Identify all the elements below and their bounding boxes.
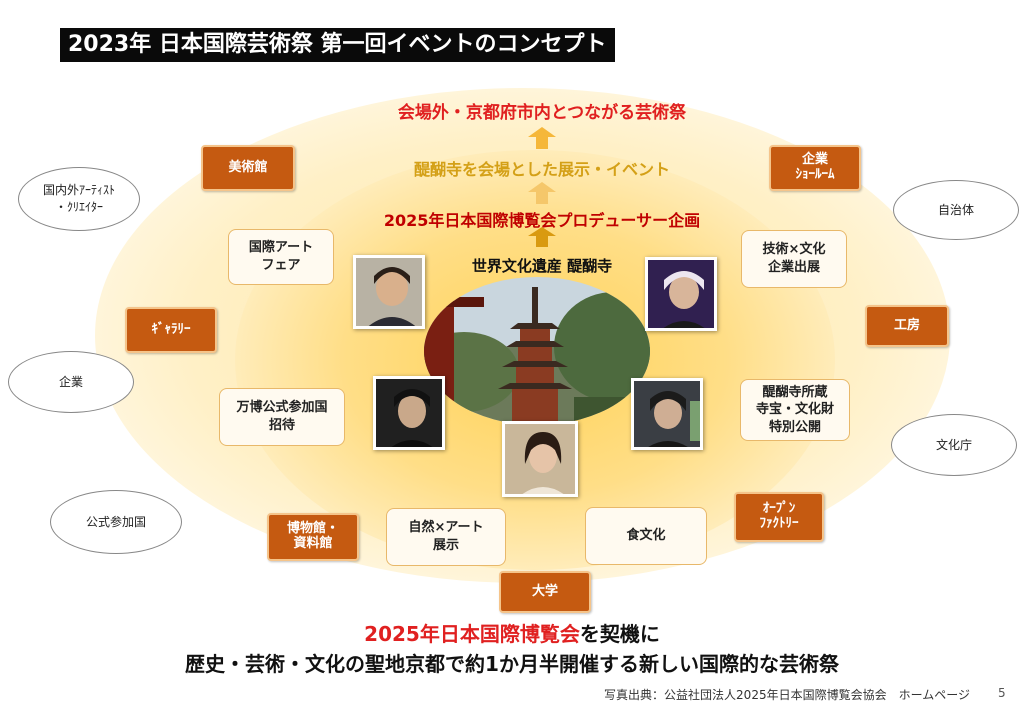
statement-highlight: 2025年日本国際博覧会 [364, 622, 580, 646]
portrait-photo [502, 421, 578, 497]
statement-line-2: 歴史・芸術・文化の聖地京都で約1か月半開催する新しい国際的な芸術祭 [185, 652, 839, 676]
headline-bottom: 2025年日本国際博覧会プロデューサー企画 [383, 211, 701, 230]
portrait-photo [631, 378, 703, 450]
portrait-photo [353, 255, 425, 329]
art-fair-box: 国際アート フェア [228, 229, 334, 285]
studio-box: 工房 [865, 305, 949, 347]
page-number: 5 [998, 686, 1006, 700]
gallery-box: ｷﾞｬﾗﾘｰ [125, 307, 217, 353]
up-arrow-icon [528, 182, 556, 204]
nature-art-box: 自然×アート 展示 [386, 508, 506, 566]
museum-archive-box: 博物館・ 資料館 [267, 513, 359, 561]
headline-mid: 醍醐寺を会場とした展示・イベント [413, 160, 670, 179]
headline-top: 会場外・京都府市内とつながる芸術祭 [397, 103, 687, 123]
portrait-photo [645, 257, 717, 331]
page-title: 2023年 日本国際芸術祭 第一回イベントのコンセプト [60, 28, 615, 62]
company-oval: 企業 [8, 351, 134, 413]
municipality-oval: 自治体 [893, 180, 1019, 240]
university-box: 大学 [499, 571, 591, 613]
pagoda-photo [424, 277, 650, 425]
center-label: 世界文化遺産 醍醐寺 [471, 257, 613, 275]
up-arrow-icon [528, 227, 556, 247]
expo-countries-box: 万博公式参加国 招待 [219, 388, 345, 446]
agency-oval: 文化庁 [891, 414, 1017, 476]
artists-oval: 国内外ｱｰﾃｨｽﾄ ・ｸﾘｴｲﾀｰ [18, 167, 140, 231]
portrait-photo [373, 376, 445, 450]
up-arrow-icon [528, 127, 556, 149]
photo-source: 写真出典：公益社団法人2025年日本国際博覧会協会 ホームページ [604, 688, 970, 702]
open-factory-box: ｵｰﾌﾟﾝ ﾌｧｸﾄﾘｰ [734, 492, 824, 542]
treasures-box: 醍醐寺所蔵 寺宝・文化財 特別公開 [740, 379, 850, 441]
showroom-box: 企業 ｼｮｰﾙｰﾑ [769, 145, 861, 191]
museum-box: 美術館 [201, 145, 295, 191]
participating-countries-oval: 公式参加国 [50, 490, 182, 554]
statement-line-1: 2025年日本国際博覧会を契機に [0, 618, 1024, 647]
tech-culture-box: 技術×文化 企業出展 [741, 230, 847, 288]
food-culture-box: 食文化 [585, 507, 707, 565]
statement-rest: を契機に [579, 622, 660, 646]
